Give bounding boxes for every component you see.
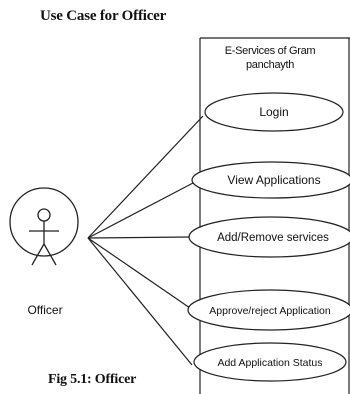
actor-label: Officer (27, 303, 63, 317)
officer-actor-icon (9, 187, 79, 266)
association-add-remove-services (87, 236, 191, 239)
use-case-login: Login (204, 92, 344, 132)
system-boundary-label: E-Services of Gram panchayth (224, 45, 316, 71)
use-case-label-view-applications: View Applications (227, 173, 320, 187)
use-case-label-approve-reject-application: Approve/reject Application (209, 305, 331, 317)
use-case-add-application-status: Add Application Status (193, 342, 347, 382)
diagram-title: Use Case for Officer (40, 8, 167, 24)
figure-caption: Fig 5.1: Officer (48, 372, 137, 387)
association-login (87, 115, 204, 239)
use-case-label-add-remove-services: Add/Remove services (217, 232, 329, 244)
use-case-label-login: Login (259, 105, 288, 119)
use-case-approve-reject-application: Approve/reject Application (187, 289, 350, 331)
use-case-add-remove-services: Add/Remove services (188, 216, 350, 258)
association-add-application-status (87, 237, 193, 366)
association-approve-reject (87, 237, 191, 309)
association-view-applications (87, 182, 194, 239)
use-case-view-applications: View Applications (191, 161, 350, 199)
associations (87, 115, 204, 366)
use-case-label-add-application-status: Add Application Status (217, 357, 322, 369)
